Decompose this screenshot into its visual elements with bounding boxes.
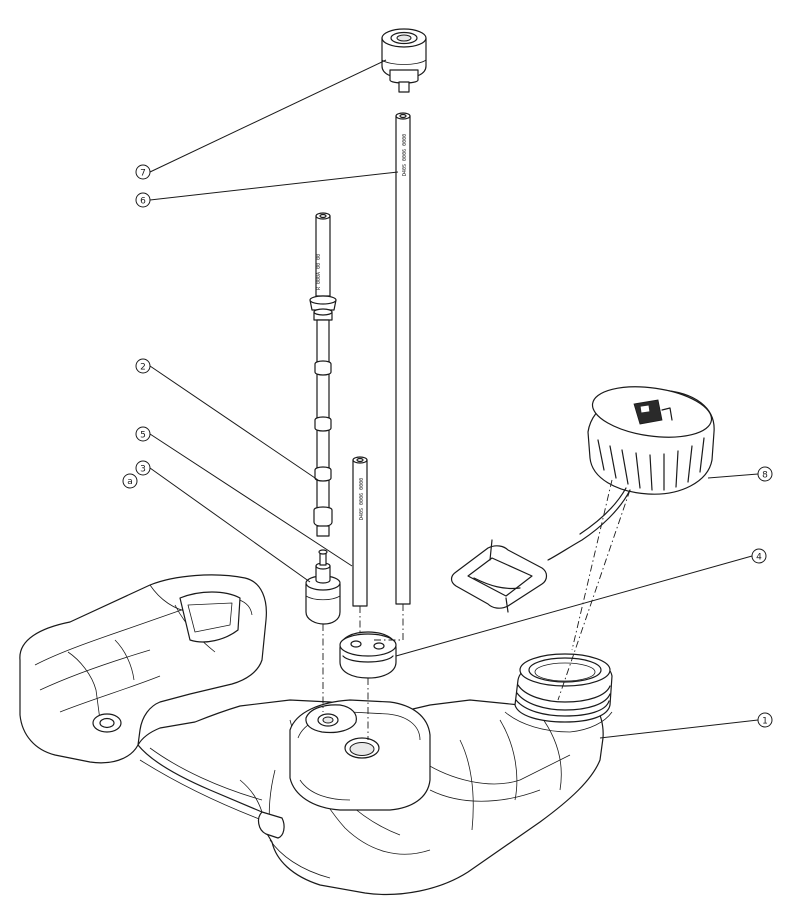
fuel-cap (450, 386, 715, 613)
callout-5: 5 (135, 426, 151, 442)
callout-3-label: 3 (140, 465, 146, 475)
callout-1: 1 (757, 712, 773, 728)
callout-a: a (122, 473, 138, 489)
callout-4: 4 (751, 548, 767, 564)
callout-5-label: 5 (140, 431, 146, 441)
grommet (339, 631, 397, 679)
fuel-filter (305, 549, 341, 625)
callout-3: 3 (135, 460, 151, 476)
svg-text:R 000A 00 00: R 000A 00 00 (316, 254, 322, 290)
fuel-tank (19, 574, 613, 896)
svg-text:D40S 0006 0000: D40S 0006 0000 (359, 478, 365, 520)
vent-hose-short: D40S 0006 0000 (352, 456, 368, 607)
callout-7: 7 (135, 164, 151, 180)
leader-lines (149, 59, 759, 739)
callout-8-label: 8 (762, 471, 768, 481)
callout-1-label: 1 (762, 717, 768, 727)
assembly-centerlines (322, 479, 631, 740)
fuel-hose: R 000A 00 00 (309, 212, 337, 537)
callout-a-label: a (127, 477, 133, 487)
callout-2: 2 (135, 358, 151, 374)
callout-8: 8 (757, 466, 773, 482)
vent-hose-long: D40S 0006 0000 (395, 112, 411, 605)
cap-retainer-ring (450, 539, 548, 613)
callout-2-label: 2 (140, 363, 146, 373)
vent-valve (381, 28, 427, 93)
callout-6-label: 6 (140, 197, 146, 207)
fuel-pump-icon (633, 399, 673, 425)
svg-text:D40S 0006 0000: D40S 0006 0000 (402, 134, 408, 176)
callout-4-label: 4 (756, 553, 762, 563)
callout-7-label: 7 (140, 169, 146, 179)
callout-6: 6 (135, 192, 151, 208)
